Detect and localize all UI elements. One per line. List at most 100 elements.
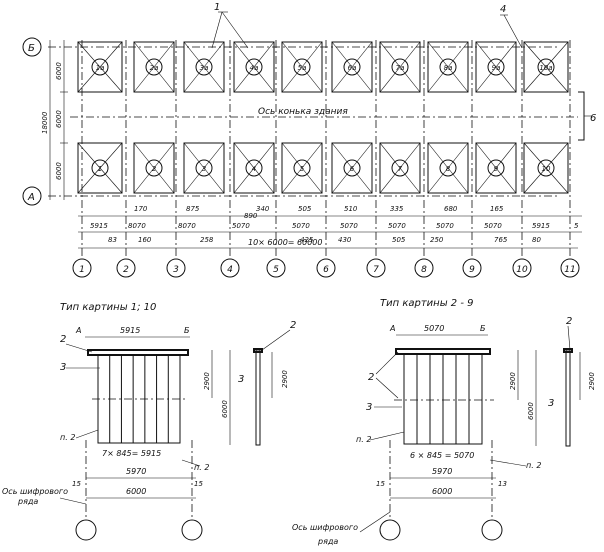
top-panel-diag xyxy=(475,41,517,93)
detail-right-h6000: 6000 xyxy=(527,402,535,420)
detail-left-col-marker-b xyxy=(181,519,203,541)
detail-left-15a: 15 xyxy=(72,480,81,488)
ridge-label: Ось конька здания xyxy=(258,107,348,117)
dim-row1-value: 5915 xyxy=(532,222,550,230)
bottom-panel xyxy=(281,142,323,194)
callout-1: 1 xyxy=(214,2,220,13)
bottom-panel-number: 10 xyxy=(542,165,551,173)
bottom-panel-number-circle xyxy=(145,159,163,177)
axis-label-a: А xyxy=(27,192,35,203)
bottom-panel-number-circle xyxy=(537,159,555,177)
top-panel-number-circle xyxy=(439,58,457,76)
column-axis-label: 8 xyxy=(421,265,427,275)
top-panel xyxy=(427,41,469,93)
bottom-panel-number: 7 xyxy=(398,165,403,173)
detail-right-callout-2b: 2 xyxy=(566,316,572,327)
detail-right-axis-b: Б xyxy=(480,324,486,333)
column-axis-label: 10 xyxy=(516,265,528,275)
top-panel-diag xyxy=(133,41,175,93)
detail-right-col-marker-a xyxy=(379,519,401,541)
top-panel-number: 1а xyxy=(96,64,105,72)
bottom-panel xyxy=(427,142,469,194)
column-axis-marker xyxy=(366,258,386,278)
column-axis-marker xyxy=(512,258,532,278)
dim-row1-value: 5070 xyxy=(388,222,406,230)
detail-left-width: 5915 xyxy=(120,326,140,335)
top-panel xyxy=(379,41,421,93)
dim-row2-value: 83 xyxy=(108,236,117,244)
detail-right-axis-a: А xyxy=(389,324,395,333)
bottom-panel-diag xyxy=(379,142,421,194)
top-panel-number: 8а xyxy=(444,64,453,72)
top-panel-number: 10а xyxy=(539,64,552,72)
detail-left-h6000: 6000 xyxy=(221,400,229,418)
detail-left-p2a: п. 2 xyxy=(60,433,75,442)
detail-right-top-rail xyxy=(395,348,491,355)
dim-row1-over-value: 875 xyxy=(186,205,200,213)
bottom-panel-number-circle xyxy=(195,159,213,177)
callout-4-leader xyxy=(503,14,523,49)
column-axis-label: 5 xyxy=(273,265,279,275)
bottom-panel-number-circle xyxy=(91,159,109,177)
top-panel-number-circle xyxy=(245,58,263,76)
bottom-panel-number: 6 xyxy=(350,165,355,173)
column-axis-label: 4 xyxy=(227,265,233,275)
bottom-panel-number-circle xyxy=(343,159,361,177)
top-panel xyxy=(183,41,225,93)
detail-right-p2a: п. 2 xyxy=(356,435,371,444)
dim-row2-value: 258 xyxy=(200,236,214,244)
leader xyxy=(567,325,571,351)
top-panel-diag xyxy=(77,41,123,93)
bottom-panel-diag xyxy=(183,142,225,194)
detail-right-section xyxy=(565,349,571,447)
top-panel xyxy=(331,41,373,93)
dim-row1-mid-value: 890 xyxy=(244,212,258,220)
dim-row1-value: 8070 xyxy=(178,222,196,230)
detail-left-top-rail xyxy=(87,349,189,356)
top-panel xyxy=(133,41,175,93)
top-panel-diag xyxy=(523,41,569,93)
detail-left-axis-row-2: ряда xyxy=(17,497,38,506)
top-panel-number-circle xyxy=(487,58,505,76)
dim-row1-over-value: 505 xyxy=(298,205,312,213)
column-axis-label: 1 xyxy=(79,265,85,275)
bottom-panel-number: 8 xyxy=(446,165,451,173)
top-panel-diag xyxy=(233,41,275,93)
column-axis-label: 9 xyxy=(469,265,475,275)
top-panel-number-circle xyxy=(343,58,361,76)
bottom-panel xyxy=(523,142,569,194)
leader xyxy=(59,497,87,505)
dim-row1-over-value: 335 xyxy=(390,205,404,213)
column-axis-marker xyxy=(220,258,240,278)
detail-right: Тип картины 2 - 9 А Б 5070 2 3 п. 2 6 × … xyxy=(292,298,596,546)
bottom-panel-diag xyxy=(523,142,569,194)
column-axis-label: 6 xyxy=(323,265,329,275)
detail-left-axis-a: А xyxy=(75,326,81,335)
bottom-panel xyxy=(133,142,175,194)
bottom-panel xyxy=(331,142,373,194)
top-panel-number: 7а xyxy=(396,64,405,72)
dim-6000-bot: 6000 xyxy=(55,162,63,180)
bottom-panel-number: 1 xyxy=(98,165,102,173)
detail-right-width: 5070 xyxy=(424,324,444,333)
detail-right-callout-3: 3 xyxy=(366,402,372,413)
column-axis-label: 7 xyxy=(373,265,379,275)
top-panel xyxy=(475,41,517,93)
top-panel-diag xyxy=(379,41,421,93)
top-panel-number: 4а xyxy=(250,64,259,72)
detail-left-axis-b: Б xyxy=(184,326,190,335)
column-axis-marker xyxy=(316,258,336,278)
dim-row1-value: 5070 xyxy=(340,222,358,230)
bottom-panel-number-circle xyxy=(487,159,505,177)
detail-left-h2900b: 2900 xyxy=(281,370,289,388)
bottom-panel-number: 9 xyxy=(494,165,499,173)
bottom-panel-diag xyxy=(475,142,517,194)
callout-6: 6 xyxy=(590,113,596,124)
callout-5: 5 xyxy=(574,222,579,230)
detail-right-p2b: п. 2 xyxy=(526,461,541,470)
column-axis-marker xyxy=(116,258,136,278)
